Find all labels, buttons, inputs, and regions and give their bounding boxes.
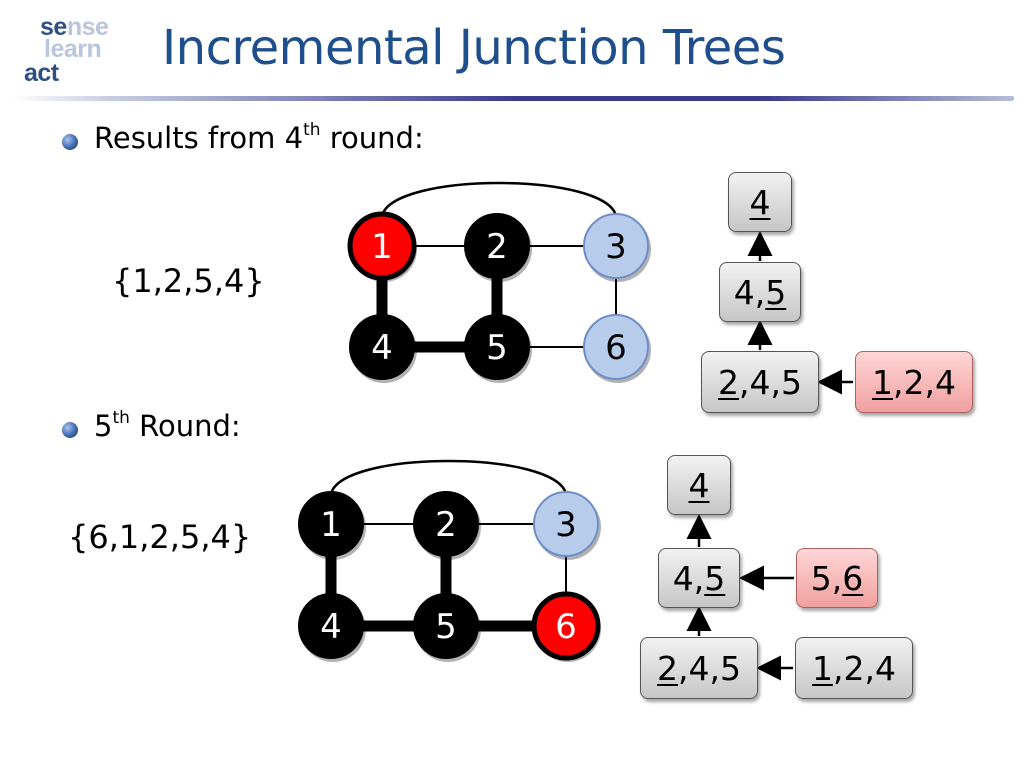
graph-node-5 <box>413 593 479 659</box>
graph-node-label: 6 <box>555 607 577 647</box>
clique-text: 5, <box>810 558 843 598</box>
graph-node-label: 5 <box>435 607 457 647</box>
title-underline <box>12 96 1014 101</box>
graph-node-label: 1 <box>371 227 393 267</box>
graph-node-label: 4 <box>371 328 393 368</box>
clique-box: 4 <box>728 172 792 232</box>
graph-node-1 <box>347 211 417 281</box>
slide-title: Incremental Junction Trees <box>162 20 786 76</box>
graph-node-label: 1 <box>320 505 342 545</box>
graph-node-label: 3 <box>605 227 627 267</box>
clique-text: ,4,5 <box>678 648 741 688</box>
clique-text: ,4,5 <box>739 362 802 402</box>
graph-node-label: 2 <box>435 505 457 545</box>
clique-box-new: 5,6 <box>796 548 878 608</box>
bullet-round-5: 5th Round: <box>94 408 241 443</box>
clique-box: 1,2,4 <box>795 637 913 699</box>
clique-box: 4,5 <box>658 548 740 608</box>
graph-node-3 <box>583 213 649 279</box>
graph-edge-arc <box>380 181 618 217</box>
graph-node-2 <box>464 213 530 279</box>
graph-node-6 <box>531 591 601 661</box>
graph-node-4 <box>349 314 415 380</box>
graph-node-1 <box>298 491 364 557</box>
graph-node-label: 3 <box>555 505 577 545</box>
sense-learn-act-logo: sense learn act <box>22 14 132 94</box>
eliminated-variable: 1 <box>812 648 833 688</box>
eliminated-variable: 1 <box>872 362 893 402</box>
graph-node-2 <box>413 491 479 557</box>
clique-box-new: 1,2,4 <box>855 351 973 413</box>
clique-text: ,2,4 <box>833 648 896 688</box>
eliminated-variable: 2 <box>718 362 739 402</box>
clique-text: ,2,4 <box>893 362 956 402</box>
eliminated-variable: 5 <box>765 272 787 312</box>
graph-node-3 <box>533 491 599 557</box>
eliminated-variable: 4 <box>749 182 771 222</box>
logo-line-2: learn <box>44 35 102 63</box>
graph-edge-arc <box>329 459 568 495</box>
elimination-order-round-4: {1,2,5,4} <box>112 262 265 300</box>
eliminated-variable: 4 <box>688 465 710 505</box>
clique-text: 4, <box>733 272 766 312</box>
clique-box: 4 <box>667 455 731 515</box>
eliminated-variable: 5 <box>704 558 726 598</box>
clique-text: 4, <box>672 558 705 598</box>
clique-box: 4,5 <box>719 262 801 322</box>
graph-node-label: 4 <box>320 607 342 647</box>
graph-node-label: 2 <box>486 227 508 267</box>
clique-box: 2,4,5 <box>640 637 758 699</box>
graph-node-label: 6 <box>605 328 627 368</box>
eliminated-variable: 2 <box>657 648 678 688</box>
logo-line-3: act <box>24 59 59 87</box>
bullet-icon <box>62 422 78 438</box>
graph-node-4 <box>298 593 364 659</box>
eliminated-variable: 6 <box>842 558 864 598</box>
bullet-round-4: Results from 4th round: <box>94 120 424 155</box>
graph-node-label: 5 <box>486 328 508 368</box>
clique-box: 2,4,5 <box>701 351 819 413</box>
elimination-order-round-5: {6,1,2,5,4} <box>68 518 252 556</box>
graph-node-5 <box>464 314 530 380</box>
bullet-icon <box>62 134 78 150</box>
logo-line-1: sense <box>40 13 109 41</box>
graph-node-6 <box>583 314 649 380</box>
